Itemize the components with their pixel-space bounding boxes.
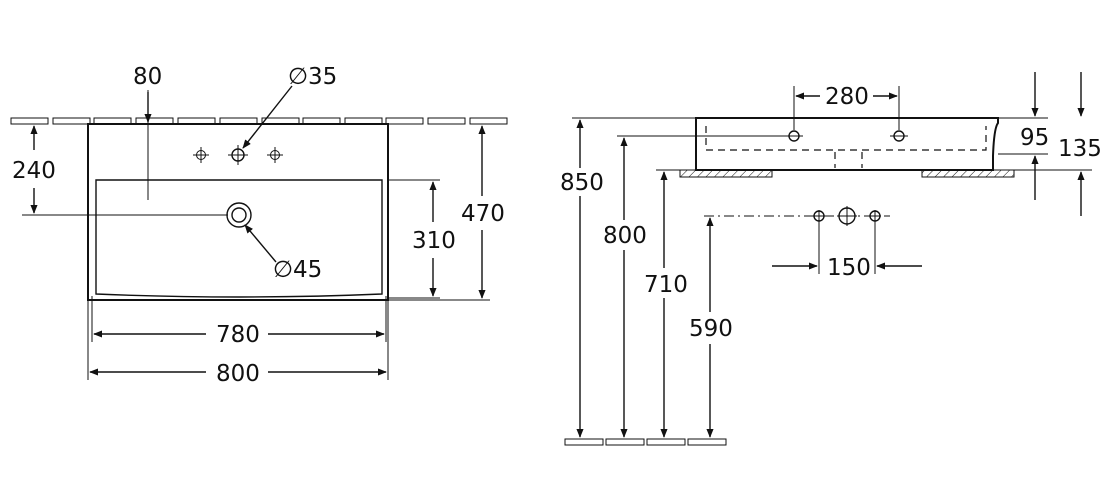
dim-bowl-width: 780: [216, 322, 260, 348]
bowl-side-dashed: [705, 126, 987, 151]
dim-overall-depth: 470: [461, 201, 505, 227]
tap-holes-side: [785, 130, 908, 142]
bracket-right: [921, 169, 1015, 178]
dim-top-height: 850: [560, 170, 604, 196]
dim-bowl-depth: 310: [412, 228, 456, 254]
dim-bowl-height-inner: 95: [1020, 125, 1049, 151]
bracket-left: [679, 169, 773, 178]
dim-tap-hole-spacing: 280: [825, 84, 869, 110]
dim-bowl-height-outer: 135: [1058, 136, 1102, 162]
plan-view: 80 ∅35 240 ∅45 310 470 780: [10, 64, 508, 387]
dim-tap-offset: 80: [133, 64, 162, 90]
bowl-outline: [95, 179, 383, 298]
dim-tap-hole-diameter: ∅35: [288, 64, 337, 90]
dim-supply-spacing: 150: [827, 255, 871, 281]
dim-supply-height: 590: [689, 316, 733, 342]
dim-overall-width: 800: [216, 361, 260, 387]
dim-overflow-diameter: ∅45: [273, 257, 322, 283]
side-view: 280 95 135 850 800 710: [560, 72, 1102, 446]
floor-segments: [564, 438, 727, 446]
dim-mount-height: 800: [603, 223, 647, 249]
supply-holes: [813, 206, 881, 226]
basin-side-outline: [695, 117, 999, 171]
dim-waste-height: 710: [644, 272, 688, 298]
dim-tap-hole-depth: 240: [12, 158, 56, 184]
tap-holes: [193, 145, 283, 165]
